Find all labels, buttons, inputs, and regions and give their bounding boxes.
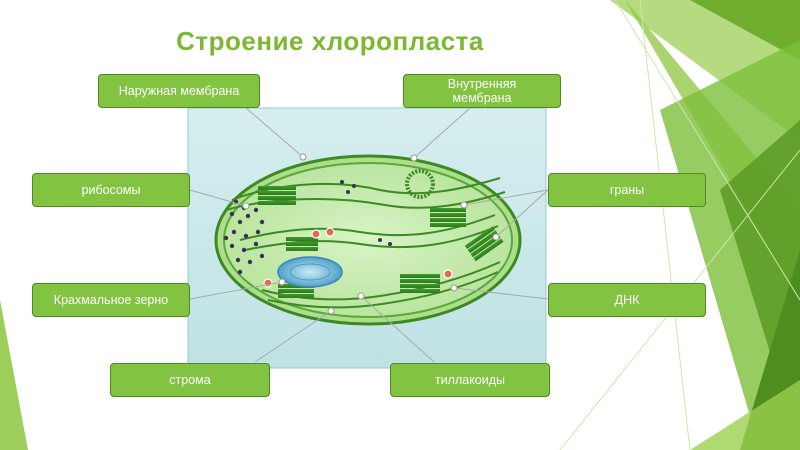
granum-5 [400,274,440,293]
label-thylakoids-text: тиллакоиды [434,373,506,387]
label-starch-grain-text: Крахмальное зерно [53,293,169,307]
dna-ring [405,169,435,199]
starch-grain-shape [277,256,343,288]
label-stroma-text: строма [169,373,211,387]
label-inner-membrane-text: Внутренняя мембрана [447,77,517,105]
granum-4 [464,226,504,262]
label-dna-text: ДНК [614,293,640,307]
plastoglobules [263,227,453,288]
leader-lines [189,107,549,363]
label-outer-membrane[interactable]: Наружная мембрана [98,74,260,108]
label-grana[interactable]: граны [548,173,706,207]
label-thylakoids[interactable]: тиллакоиды [390,363,550,397]
label-grana-text: граны [609,183,645,197]
label-ribosomes-text: рибосомы [81,183,141,197]
label-ribosomes[interactable]: рибосомы [32,173,190,207]
ribosomes-dots [223,180,392,275]
granum-2 [286,237,318,251]
granum-3 [430,208,466,227]
slide-title: Строение хлоропласта [176,26,484,56]
granum-1 [258,186,296,205]
label-outer-membrane-text: Наружная мембрана [118,84,240,98]
label-dna[interactable]: ДНК [548,283,706,317]
label-stroma[interactable]: строма [110,363,270,397]
label-starch-grain[interactable]: Крахмальное зерно [32,283,190,317]
label-inner-membrane[interactable]: Внутренняя мембрана [403,74,561,108]
leader-dots [242,153,500,315]
